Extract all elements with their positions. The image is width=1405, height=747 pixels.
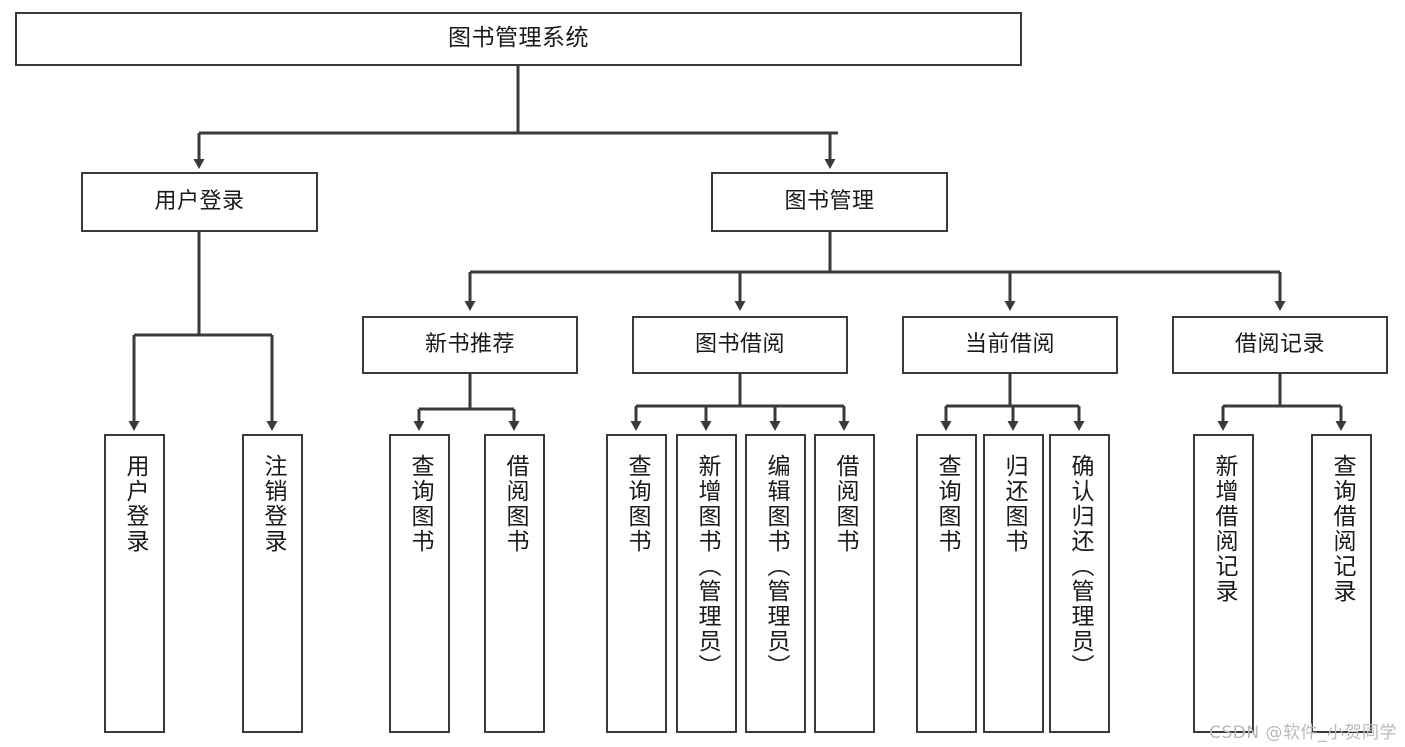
- node-leaf-query-record[interactable]: 查询借阅记录: [1311, 434, 1372, 733]
- node-book-manage[interactable]: 图书管理: [711, 172, 948, 232]
- node-leaf-logout-label: 注销登录: [260, 454, 286, 554]
- node-leaf-user-login[interactable]: 用户登录: [104, 434, 165, 733]
- node-root-label: 图书管理系统: [448, 25, 589, 52]
- node-root[interactable]: 图书管理系统: [15, 12, 1022, 66]
- node-new-book-rec-label: 新书推荐: [424, 331, 515, 357]
- node-leaf-add-record-label: 新增借阅记录: [1211, 454, 1237, 604]
- node-leaf-borrow-book-rec[interactable]: 借阅图书: [484, 434, 545, 733]
- node-leaf-edit-book[interactable]: 编辑图书（管理员）: [745, 434, 806, 733]
- node-leaf-add-record[interactable]: 新增借阅记录: [1193, 434, 1254, 733]
- node-user-login-label: 用户登录: [154, 188, 245, 214]
- node-borrow-record[interactable]: 借阅记录: [1172, 316, 1388, 374]
- node-new-book-rec[interactable]: 新书推荐: [362, 316, 578, 374]
- node-leaf-query-record-label: 查询借阅记录: [1329, 454, 1355, 604]
- node-leaf-confirm-return[interactable]: 确认归还（管理员）: [1049, 434, 1110, 733]
- node-leaf-return-book[interactable]: 归还图书: [983, 434, 1044, 733]
- node-current-borrow-label: 当前借阅: [964, 331, 1055, 357]
- node-current-borrow[interactable]: 当前借阅: [902, 316, 1118, 374]
- node-leaf-borrow-book-rec-label: 借阅图书: [502, 454, 528, 554]
- node-leaf-query-book-cur-label: 查询图书: [934, 454, 960, 554]
- node-leaf-query-book-bor[interactable]: 查询图书: [606, 434, 667, 733]
- node-leaf-borrow-book-bor-label: 借阅图书: [832, 454, 858, 554]
- node-leaf-edit-book-label: 编辑图书（管理员）: [763, 454, 789, 679]
- node-leaf-logout[interactable]: 注销登录: [242, 434, 303, 733]
- node-leaf-return-book-label: 归还图书: [1001, 454, 1027, 554]
- node-leaf-borrow-book-bor[interactable]: 借阅图书: [814, 434, 875, 733]
- node-leaf-add-book-label: 新增图书（管理员）: [694, 454, 720, 679]
- node-borrow-record-label: 借阅记录: [1234, 331, 1325, 357]
- node-leaf-query-book-cur[interactable]: 查询图书: [916, 434, 977, 733]
- node-leaf-query-book-bor-label: 查询图书: [624, 454, 650, 554]
- node-leaf-user-login-label: 用户登录: [122, 454, 148, 554]
- node-leaf-add-book[interactable]: 新增图书（管理员）: [676, 434, 737, 733]
- node-book-borrow-label: 图书借阅: [694, 331, 785, 357]
- node-user-login[interactable]: 用户登录: [81, 172, 318, 232]
- node-book-manage-label: 图书管理: [784, 188, 875, 214]
- node-leaf-query-book-rec[interactable]: 查询图书: [389, 434, 450, 733]
- node-book-borrow[interactable]: 图书借阅: [632, 316, 848, 374]
- node-leaf-confirm-return-label: 确认归还（管理员）: [1067, 454, 1093, 679]
- csdn-watermark: CSDN @软件_小贺同学: [1209, 723, 1397, 743]
- node-leaf-query-book-rec-label: 查询图书: [407, 454, 433, 554]
